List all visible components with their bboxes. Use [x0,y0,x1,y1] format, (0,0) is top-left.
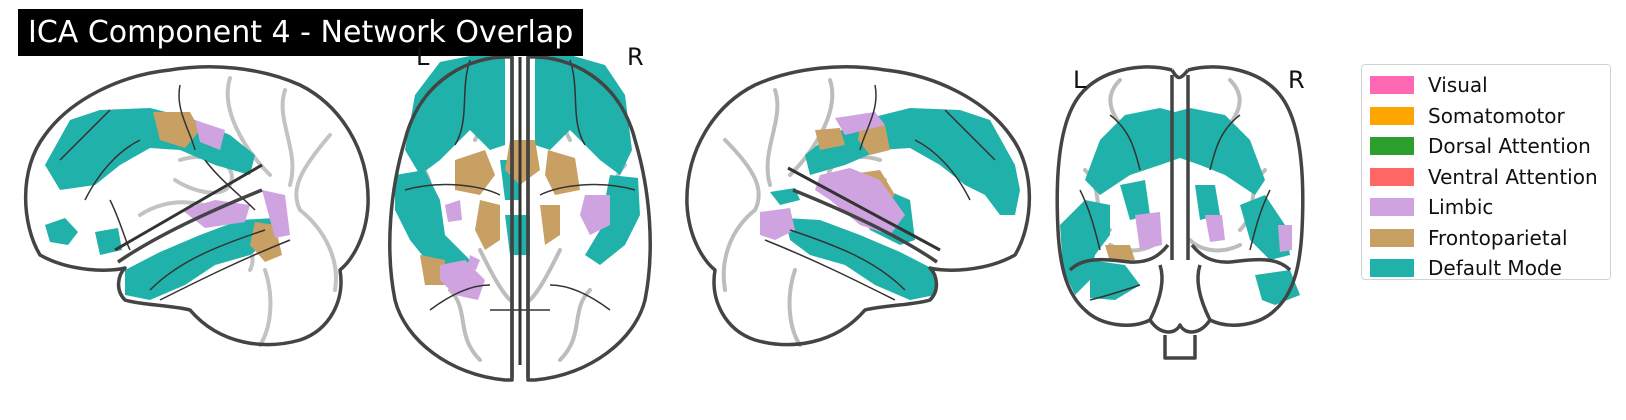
legend-item: Frontoparietal [1362,223,1610,254]
legend-swatch-somatomotor [1370,106,1414,125]
figure-title: ICA Component 4 - Network Overlap [18,9,584,56]
legend-swatch-default-mode [1370,259,1414,278]
legend-label: Ventral Attention [1428,164,1598,189]
axial-right-label: R [627,43,644,71]
legend-label: Limbic [1428,195,1494,220]
legend-label: Frontoparietal [1428,225,1568,250]
legend-item: Default Mode [1362,253,1610,284]
legend-swatch-visual [1370,76,1414,95]
axial-left-label: L [416,43,430,71]
legend-label: Dorsal Attention [1428,134,1591,159]
legend-label: Somatomotor [1428,103,1565,128]
legend-swatch-dorsal-attention [1370,137,1414,156]
legend-item: Ventral Attention [1362,162,1610,193]
legend-label: Visual [1428,73,1488,98]
coronal-view [1055,65,1305,360]
legend-swatch-ventral-attention [1370,167,1414,186]
legend-swatch-limbic [1370,198,1414,217]
legend-swatch-frontoparietal [1370,228,1414,247]
right-sagittal-view [685,65,1032,347]
coronal-right-label: R [1288,66,1305,94]
network-legend: Visual Somatomotor Dorsal Attention Vent… [1361,64,1611,280]
legend-item: Limbic [1362,192,1610,223]
legend-label: Default Mode [1428,256,1562,281]
legend-item: Dorsal Attention [1362,131,1610,162]
axial-view [388,55,652,382]
coronal-left-label: L [1073,66,1087,94]
legend-item: Somatomotor [1362,101,1610,132]
legend-item: Visual [1362,70,1610,101]
left-sagittal-view [23,65,370,347]
